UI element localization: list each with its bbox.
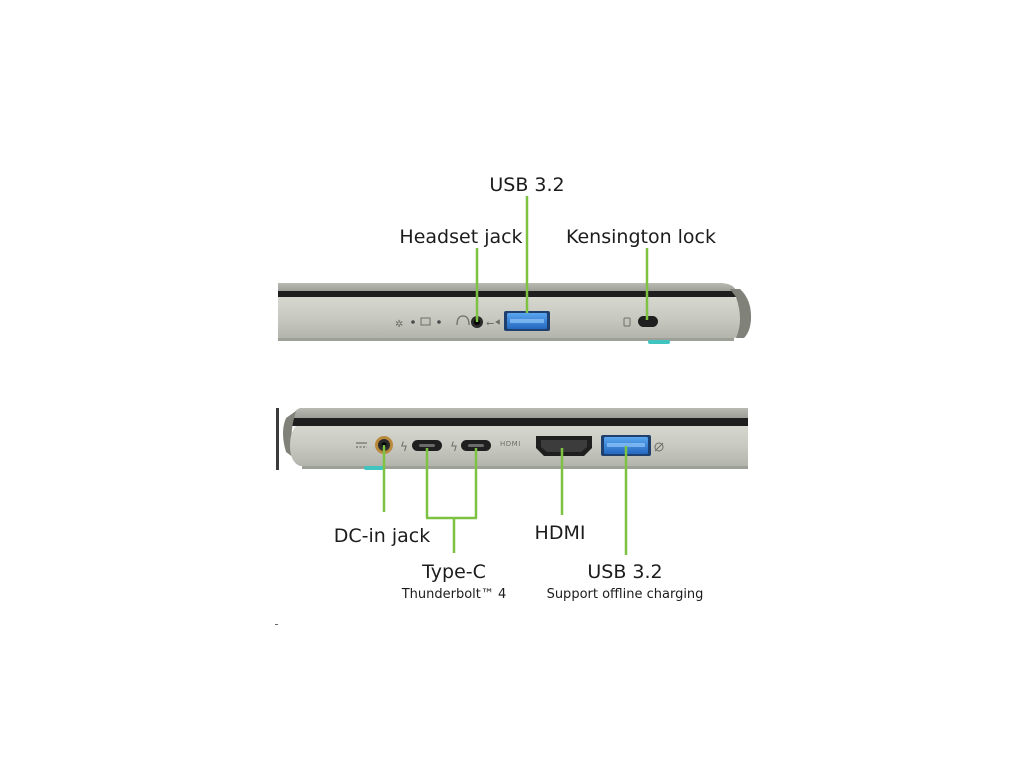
label-headset-jack: Headset jack <box>399 226 523 248</box>
top-usb-port <box>504 311 550 331</box>
hdmi-port <box>536 436 592 456</box>
thunderbolt-icon: ϟ <box>450 440 458 454</box>
label-hdmi: HDMI <box>534 522 586 544</box>
hdmi-port-print: HDMI <box>500 440 521 448</box>
bottom-lid <box>292 408 748 418</box>
label-type-c: Type-C <box>422 561 486 583</box>
label-usb-bottom-sub: Support offline charging <box>546 587 704 602</box>
label-type-c-sub: Thunderbolt™ 4 <box>401 587 507 602</box>
status-led-icons: ✲ <box>395 317 441 330</box>
top-hinge-gap <box>278 291 736 297</box>
label-dc-in-jack: DC-in jack <box>333 525 431 547</box>
top-lid <box>278 283 736 291</box>
thunderbolt-icon: ϟ <box>400 440 408 454</box>
label-kensington-lock: Kensington lock <box>565 226 717 248</box>
top-hinge <box>730 289 752 338</box>
bottom-hinge <box>283 411 296 458</box>
type-c-port-2 <box>461 440 491 451</box>
bottom-hinge-gap <box>288 418 748 426</box>
bottom-teal-foot <box>364 466 384 470</box>
lock-icon <box>623 317 631 327</box>
usb-symbol-icon: ⭠⯇ <box>486 318 502 329</box>
headset-icon <box>456 315 470 326</box>
top-side-view: ✲ ⭠⯇ <box>278 196 752 344</box>
top-teal-foot <box>648 340 670 344</box>
bottom-side-view: ϟ ϟ <box>276 408 748 555</box>
type-c-port-1 <box>412 440 442 451</box>
bottom-usb-port <box>601 435 651 456</box>
svg-text:✲: ✲ <box>395 319 403 330</box>
offline-charging-icon <box>654 442 664 452</box>
label-usb-top: USB 3.2 <box>489 174 565 196</box>
label-usb-bottom: USB 3.2 <box>587 561 663 583</box>
kensington-lock-slot <box>623 316 658 327</box>
